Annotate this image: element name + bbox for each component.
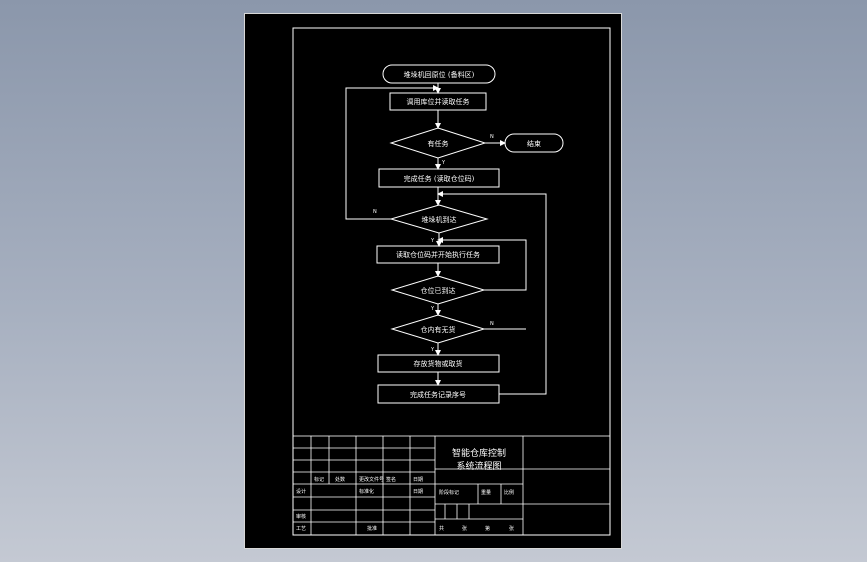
connector-arrived-loop: [437, 237, 527, 291]
tb-label-gengai: 更改文件号: [359, 476, 384, 483]
step-record-label: 完成任务记录序号: [410, 390, 466, 399]
tb-label-zhang: 张: [462, 525, 467, 532]
tb-label-gongyi: 工艺: [296, 526, 306, 532]
decision-has-goods-label: 仓内有无货: [421, 325, 456, 334]
decision-arrived-label: 仓位已到达: [421, 286, 456, 295]
tb-label-jieduan: 阶段标记: [439, 489, 459, 496]
tb-label-sheji: 设计: [296, 488, 306, 495]
end-label: 结束: [527, 139, 541, 148]
step-place-goods-label: 存放货物或取货: [414, 359, 463, 368]
title-block-grid: [292, 435, 611, 536]
branch-yes-label-1: Y: [441, 160, 446, 166]
drawing-title-line2: 系统流程图: [456, 460, 501, 472]
tb-label-biaozhunhua: 标准化: [359, 488, 374, 495]
tb-label-pizhun: 批准: [367, 525, 377, 532]
tb-label-zhongliang: 重量: [481, 489, 491, 496]
flowchart-drawing: 堆垛机回原位 (备料区) 调用库位并读取任务 有任务 结束 完成任务 (读取仓位…: [292, 27, 611, 536]
step-read-task-label: 调用库位并读取任务: [407, 97, 470, 106]
tb-label-riqi1: 日期: [413, 477, 423, 483]
tb-label-biaoji: 标记: [314, 476, 324, 483]
decision-stacker-arrive-label: 堆垛机到达: [422, 215, 457, 224]
branch-yes-label-4: Y: [430, 347, 435, 353]
tb-label-riqi2: 日期: [413, 489, 423, 495]
branch-no-label-3: N: [490, 321, 494, 327]
tb-label-di: 第: [485, 525, 490, 532]
branch-no-label-2: N: [373, 209, 377, 215]
drawing-sheet: 堆垛机回原位 (备料区) 调用库位并读取任务 有任务 结束 完成任务 (读取仓位…: [244, 13, 622, 549]
tb-label-chushu: 处数: [335, 476, 345, 483]
branch-yes-label-3: Y: [430, 306, 435, 312]
start-terminator: [382, 64, 496, 84]
step-finish-task-label: 完成任务 (读取仓位码): [404, 174, 475, 183]
tb-label-zhang2: 张: [509, 525, 514, 532]
connector-arrive-loop-back: [345, 85, 439, 220]
start-label: 堆垛机回原位 (备料区): [404, 70, 475, 79]
tb-label-gong: 共: [439, 525, 444, 532]
drawing-title-line1: 智能仓库控制: [452, 447, 506, 459]
branch-no-label-1: N: [490, 134, 494, 140]
tb-label-bili: 比例: [504, 489, 514, 496]
tb-label-shenhe: 审核: [296, 513, 306, 520]
step-read-position-label: 读取仓位码并开始执行任务: [396, 250, 480, 259]
branch-yes-label-2: Y: [430, 238, 435, 244]
tb-label-qianming: 签名: [386, 476, 396, 483]
connector-record-loop-back: [437, 191, 547, 395]
decision-has-task-label: 有任务: [428, 139, 449, 148]
